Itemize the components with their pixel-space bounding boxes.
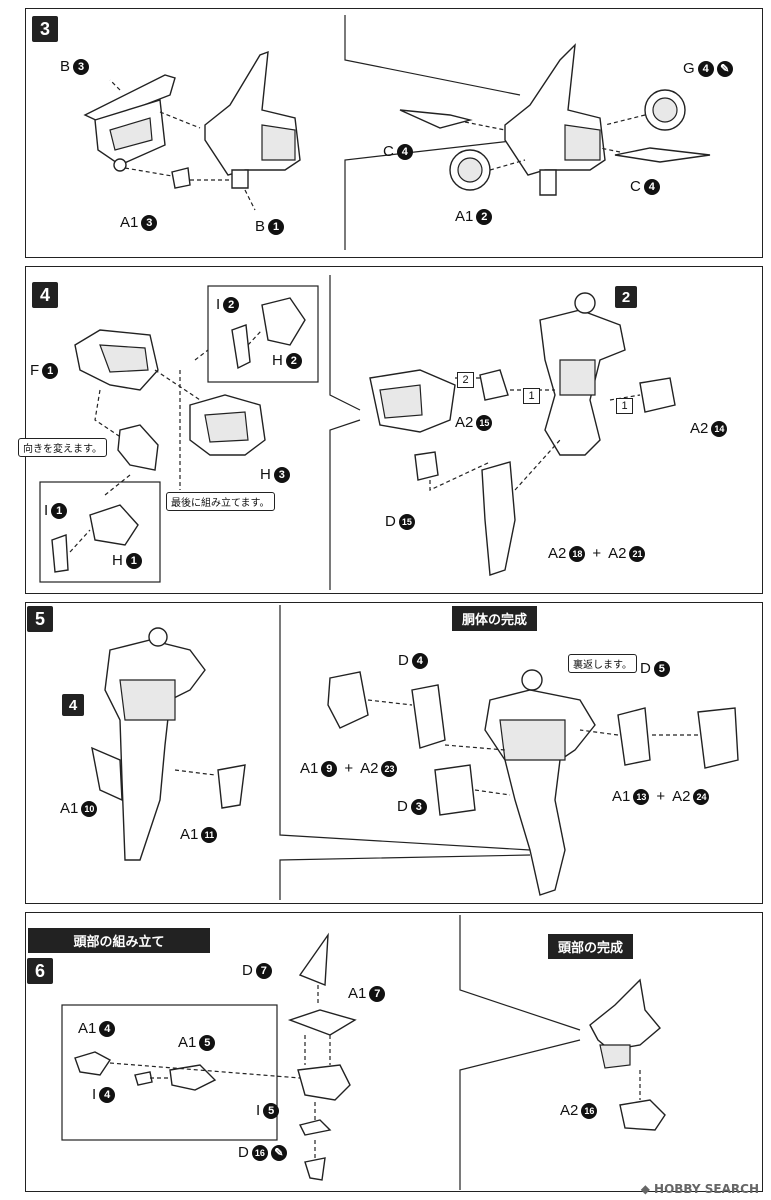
step-number-5: 5 — [27, 606, 53, 632]
step4-art — [39, 275, 676, 590]
step5-title: 胴体の完成 — [452, 606, 538, 631]
ref-box-1b: 1 — [616, 398, 633, 414]
part-d7 — [298, 932, 329, 987]
part-turn — [117, 424, 159, 471]
ref-box-1a: 1 — [523, 388, 540, 404]
part-d4 — [411, 684, 446, 749]
step6-title-done: 頭部の完成 — [548, 934, 634, 959]
watermark: ◆ HOBBY SEARCH — [640, 1182, 759, 1196]
note-turn: 向きを変えます。 — [18, 438, 107, 457]
part-d16 — [304, 1157, 326, 1181]
part-a2-18 — [481, 461, 516, 576]
part-a1-3 — [171, 167, 191, 189]
watermark-icon: ◆ — [640, 1182, 651, 1196]
note-last: 最後に組み立てます。 — [166, 492, 275, 511]
head-core — [297, 1064, 351, 1101]
part-c4-left — [399, 109, 473, 129]
step-number-6: 6 — [27, 958, 53, 984]
tool-icon: ✎ — [270, 1144, 287, 1161]
step3-art — [83, 15, 711, 250]
tool-icon: ✎ — [716, 60, 733, 77]
step-number-3: 3 — [32, 16, 58, 42]
inset-head-box — [61, 1004, 278, 1141]
step-number-4: 4 — [32, 282, 58, 308]
part-a1-9 — [327, 671, 369, 729]
part-a1-13 — [697, 707, 739, 769]
part-i5 — [298, 1119, 332, 1136]
ref-step-2: 2 — [615, 286, 637, 308]
completed-head — [589, 978, 661, 1051]
part-d3 — [434, 764, 476, 816]
part-a1-11 — [217, 764, 246, 809]
step6-art — [61, 915, 666, 1190]
ref-step-4: 4 — [62, 694, 84, 716]
part-a2-15 — [479, 369, 509, 401]
part-d5 — [617, 707, 651, 766]
part-c4-right — [614, 147, 711, 163]
ref-box-2: 2 — [457, 372, 474, 388]
part-d15 — [414, 451, 439, 481]
part-a1-10 — [91, 746, 123, 802]
step5-art — [91, 605, 739, 900]
part-a2-16 — [619, 1099, 666, 1131]
part-a1-7 — [287, 1009, 357, 1036]
note-flip: 裏返します。 — [568, 654, 637, 673]
part-a2-14 — [639, 377, 676, 413]
step6-title: 頭部の組み立て — [28, 928, 210, 953]
